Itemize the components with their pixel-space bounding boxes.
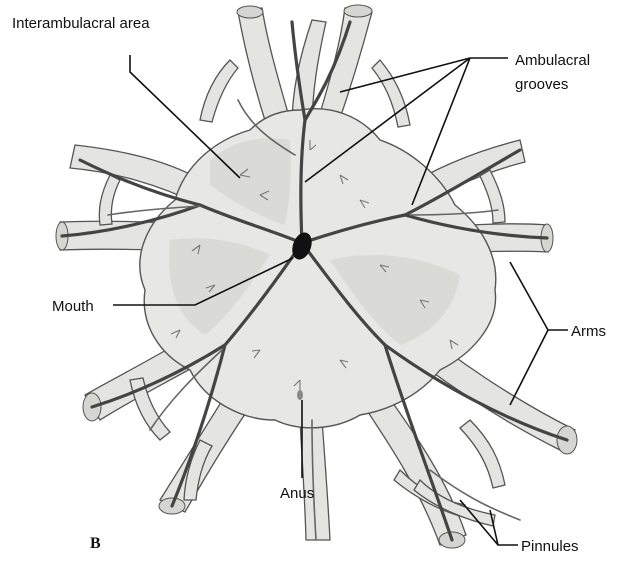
- arm-lower-right-2: [360, 392, 466, 545]
- leader-ambulacral-1: [340, 58, 508, 92]
- pinnule: [99, 175, 120, 225]
- pinnule: [460, 420, 505, 488]
- pinnule: [480, 170, 505, 223]
- label-anus: Anus: [280, 485, 314, 502]
- leader-arms-bracket: [510, 262, 548, 405]
- anus-opening: [297, 390, 303, 400]
- label-arms: Arms: [571, 323, 606, 340]
- label-interambulacral-area: Interambulacral area: [12, 15, 150, 32]
- label-mouth: Mouth: [52, 298, 94, 315]
- panel-letter: B: [90, 535, 101, 552]
- label-ambulacral-grooves-line1: Ambulacral: [515, 52, 590, 69]
- label-ambulacral-grooves-line2: grooves: [515, 76, 568, 93]
- arm-tip: [237, 6, 263, 18]
- arm-tip: [344, 5, 372, 17]
- pinnule: [200, 60, 238, 122]
- label-pinnules: Pinnules: [521, 538, 579, 555]
